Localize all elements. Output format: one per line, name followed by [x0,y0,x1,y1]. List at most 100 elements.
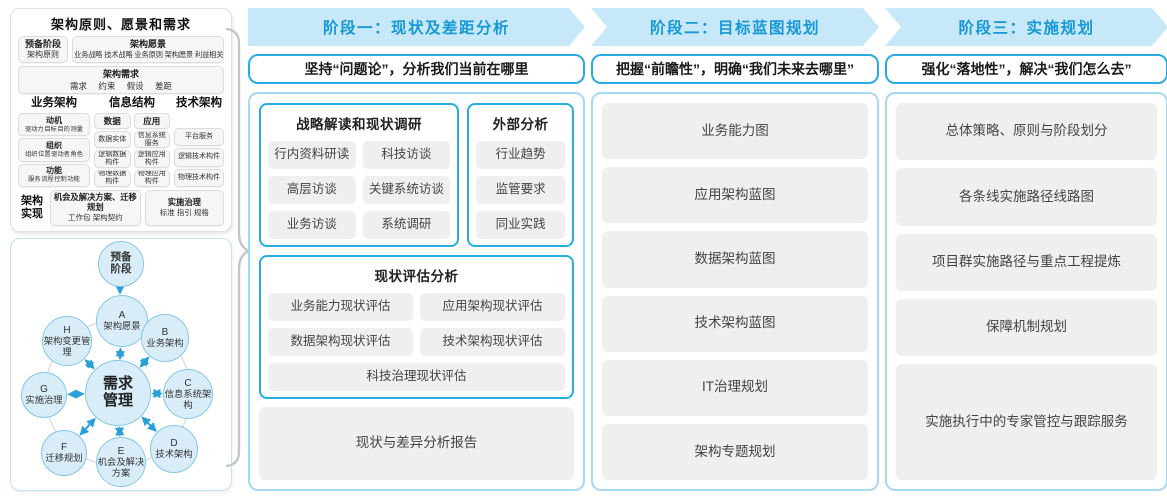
phase-3-content: 总体策略、原则与阶段划分 各条线实施路径线路图 项目群实施路径与重点工程提炼 保… [885,92,1167,491]
blueprint-item: 技术架构蓝图 [602,295,868,352]
assessment-item: 科技治理现状评估 [268,363,565,391]
implementation-item: 实施执行中的专家管控与跟踪服务 [896,364,1157,481]
external-analysis-list: 行业趋势 监管要求 同业实践 [476,141,565,239]
physical-data-box: 物理数据构件 [94,169,131,187]
implementation-label: 架构实现 [18,190,46,226]
implementation-item: 保障机制规划 [896,299,1157,357]
prep-vision-row: 预备阶段 架构原则 架构愿景 业务战略 技术战略 业务原则 架构愿景 利益相关者 [18,36,224,64]
phase-1-subtitle: 坚持“问题论”，分析我们当前在哪里 [248,54,585,84]
function-text: 服务 流程 控制 功能 [28,176,80,184]
external-item: 同业实践 [476,211,565,239]
assessment-grid: 业务能力现状评估 应用架构现状评估 数据架构现状评估 技术架构现状评估 科技治理… [268,293,565,391]
spacer [174,113,224,126]
business-architecture-header: 业务架构 [31,97,77,110]
data-entity-box: 数据实体 [94,130,131,149]
adm-phase-e-opportunities: E 机会及解决方案 [96,437,146,487]
architecture-implementation-row: 架构实现 机会及解决方案、迁移规划 工作包 架构契约 实施治理 标准 指引 规格 [18,190,224,226]
information-structure-column: 信息结构 数据 数据实体 逻辑数据构件 物理数据构件 应用 信息系统服务 逻辑应… [94,97,170,187]
phase-1-content: 战略解读和现状调研 行内资料研读 科技访谈 高层访谈 关键系统访谈 业务访谈 系… [248,92,585,491]
logical-data-box: 逻辑数据构件 [94,150,131,168]
gap-analysis-report-box: 现状与差异分析报告 [259,407,574,480]
vision-title: 架构愿景 [129,39,166,49]
function-title: 功能 [46,166,62,176]
phase-2-subtitle: 把握“前瞻性”，明确“我们未来去哪里” [591,54,879,84]
logical-app-box: 逻辑应用构件 [133,150,170,168]
opportunities-migration-box: 机会及解决方案、迁移规划 工作包 架构契约 [50,190,141,226]
motivation-title: 动机 [46,115,62,125]
survey-item: 业务访谈 [268,211,356,239]
blueprint-item: 架构专题规划 [602,423,868,481]
survey-item: 科技访谈 [362,141,451,169]
assessment-item: 应用架构现状评估 [420,293,565,321]
three-phase-area: 阶段一：现状及差距分析 阶段二：目标蓝图规划 阶段三：实施规划 坚持“问题论”，… [248,8,1167,491]
motivation-box: 动机 驱动力 目标 目的 测量 [18,112,90,137]
blueprint-item: 业务能力图 [602,103,868,160]
architecture-requirements-box: 架构需求 需求 约束 假设 差距 [18,66,224,95]
phase-2-header: 阶段二：目标蓝图规划 [591,8,879,46]
survey-item: 关键系统访谈 [362,176,451,204]
implementation-governance-title: 实施治理 [167,197,201,208]
phase-1-top-row: 战略解读和现状调研 行内资料研读 科技访谈 高层访谈 关键系统访谈 业务访谈 系… [259,103,574,247]
assessment-item: 业务能力现状评估 [268,293,413,321]
organization-text: 组织 位置 驱动者 角色 [25,151,83,159]
opportunities-migration-text: 工作包 架构契约 [68,213,123,223]
adm-phase-g-governance: G 实施治理 [21,372,67,418]
technical-architecture-header: 技术架构 [176,97,222,110]
panel-title: 架构原则、愿景和需求 [50,17,191,32]
phase-1-header: 阶段一：现状及差距分析 [248,8,585,46]
platform-service-box: 平台服务 [174,127,224,147]
data-subcolumn: 数据 数据实体 逻辑数据构件 物理数据构件 [94,112,131,187]
logical-tech-box: 逻辑技术构件 [174,148,224,167]
strategy-survey-box: 战略解读和现状调研 行内资料研读 科技访谈 高层访谈 关键系统访谈 业务访谈 系… [259,103,460,247]
architecture-vision-box: 架构愿景 业务战略 技术战略 业务原则 架构愿景 利益相关者 [72,36,224,64]
motivation-text: 驱动力 目标 目的 测量 [25,125,83,133]
adm-phase-b-business: B 业务架构 [141,314,189,362]
implementation-governance-text: 标准 指引 规格 [159,208,209,218]
adm-preliminary-phase: 预备阶段 [98,241,144,287]
business-architecture-column: 业务架构 动机 驱动力 目标 目的 测量 组织 组织 位置 驱动者 角色 功能 … [18,97,90,187]
architecture-columns: 业务架构 动机 驱动力 目标 目的 测量 组织 组织 位置 驱动者 角色 功能 … [18,97,224,187]
assessment-item: 数据架构现状评估 [268,328,413,356]
physical-app-box: 物理应用构件 [133,169,170,187]
info-system-service-box: 信息系统服务 [133,130,170,149]
implementation-label-text: 架构实现 [21,194,43,220]
prep-phase-box: 预备阶段 架构原则 [18,36,68,64]
phase-3-header: 阶段三：实施规划 [885,8,1167,46]
survey-item: 行内资料研读 [268,141,356,169]
adm-preliminary-label: 预备阶段 [110,251,132,275]
assessment-title: 现状评估分析 [374,269,459,284]
vision-text: 业务战略 技术战略 业务原则 架构愿景 利益相关者 [74,50,224,60]
adm-phase-h-change-management: H 架构变更管理 [42,316,92,366]
application-header: 应用 [133,112,170,129]
blueprint-item: 数据架构蓝图 [602,231,868,288]
adm-phase-d-technology: D 技术架构 [150,425,198,473]
adm-requirements-management: 需求管理 [85,360,151,426]
assessment-item: 技术架构现状评估 [420,328,565,356]
adm-phase-c-information-systems: C 信息系统架构 [163,369,213,419]
external-item: 行业趋势 [476,141,565,169]
phase-2-content: 业务能力图 应用架构蓝图 数据架构蓝图 技术架构蓝图 IT治理规划 架构专题规划 [591,92,879,491]
opportunities-migration-title: 机会及解决方案、迁移规划 [53,192,137,213]
requirements-text: 需求 约束 假设 差距 [69,80,173,91]
organization-title: 组织 [46,141,62,151]
assessment-box: 现状评估分析 业务能力现状评估 应用架构现状评估 数据架构现状评估 技术架构现状… [259,255,574,399]
blueprint-item: 应用架构蓝图 [602,167,868,224]
function-box: 功能 服务 流程 控制 功能 [18,163,90,187]
adm-cycle-panel: 预备阶段 A 架构愿景 B 业务架构 C 信息系统架构 D 技术架构 E 机会及… [10,238,232,491]
application-subcolumn: 应用 信息系统服务 逻辑应用构件 物理应用构件 [133,112,170,187]
data-header: 数据 [94,112,131,129]
prep-phase-title: 预备阶段 [24,39,61,49]
external-item: 监管要求 [476,176,565,204]
implementation-item: 项目群实施路径与重点工程提炼 [896,233,1157,292]
organization-box: 组织 组织 位置 驱动者 角色 [18,138,90,162]
external-analysis-title: 外部分析 [492,117,549,132]
requirements-title: 架构需求 [102,69,139,80]
adm-phase-f-migration: F 迁移规划 [41,430,87,476]
information-subcolumns: 数据 数据实体 逻辑数据构件 物理数据构件 应用 信息系统服务 逻辑应用构件 物… [94,112,170,187]
strategy-survey-grid: 行内资料研读 科技访谈 高层访谈 关键系统访谈 业务访谈 系统调研 [268,141,451,239]
blueprint-item: IT治理规划 [602,359,868,416]
technical-architecture-column: 技术架构 平台服务 逻辑技术构件 物理技术构件 [174,97,224,187]
survey-item: 高层访谈 [268,176,356,204]
implementation-item: 各条线实施路径线路图 [896,168,1157,226]
implementation-item: 总体策略、原则与阶段划分 [896,103,1157,161]
